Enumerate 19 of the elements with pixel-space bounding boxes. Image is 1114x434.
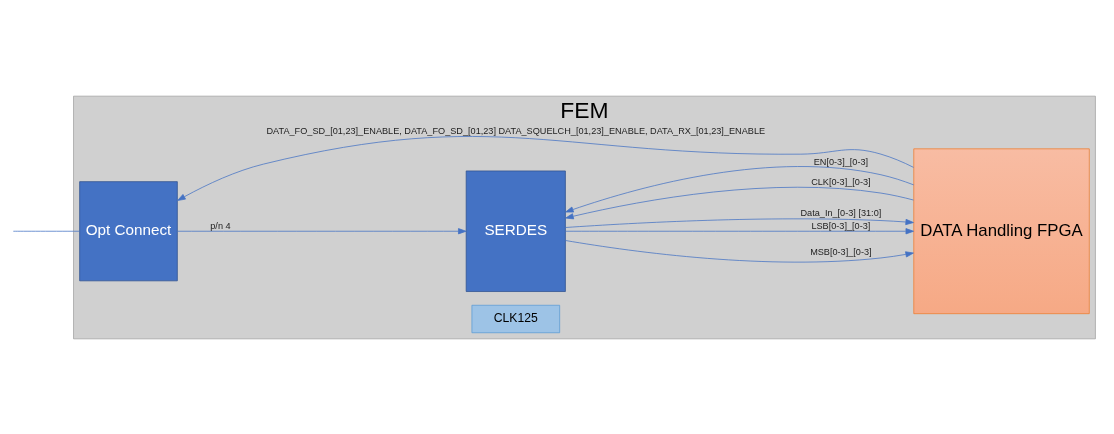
node-box: Opt Connect bbox=[79, 180, 178, 281]
edge-label: p/n 4 bbox=[210, 220, 231, 231]
arrow bbox=[177, 135, 914, 201]
node-box: DATA Handling FPGA bbox=[913, 147, 1090, 314]
node-box: CLK125 bbox=[471, 304, 561, 333]
arrow bbox=[565, 186, 914, 219]
edge-label: Data_In_[0-3] [31:0] bbox=[800, 207, 882, 218]
connector bbox=[12, 230, 80, 232]
arrow bbox=[565, 239, 914, 262]
edge-label: DATA_FO_SD_[01,23]_ENABLE, DATA_FO_SD_[01,23] DATA_SQUELCH_[01,23]_ENABLE, DATA_RX_[01,23]_ENABLE bbox=[266, 125, 766, 136]
edge-label: LSB[0-3]_[0-3] bbox=[811, 220, 871, 231]
edge-label: MSB[0-3]_[0-3] bbox=[810, 246, 872, 257]
arrow bbox=[565, 165, 915, 212]
edge-label: EN[0-3]_[0-3] bbox=[813, 156, 869, 167]
arrow bbox=[565, 217, 914, 228]
node-box: SERDES bbox=[465, 170, 566, 292]
arrow bbox=[565, 227, 914, 234]
edge-label: CLK[0-3]_[0-3] bbox=[811, 176, 871, 187]
arrow bbox=[177, 227, 467, 234]
